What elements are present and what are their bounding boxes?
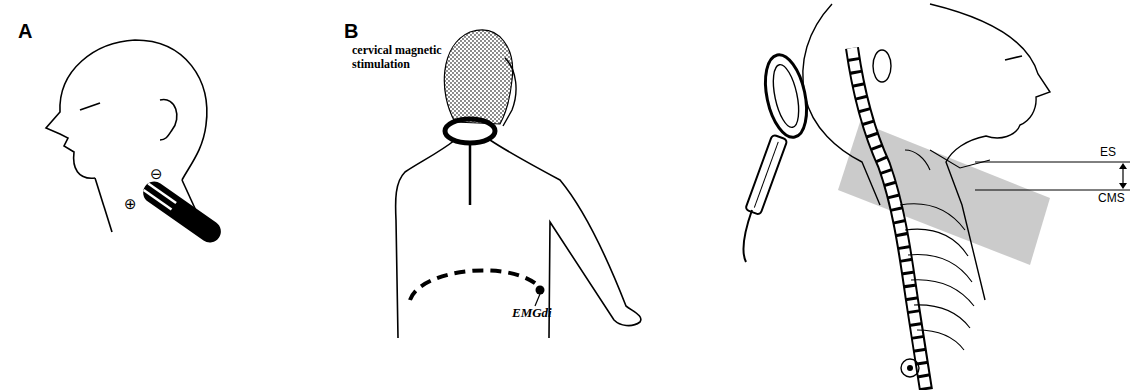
signal-label: EMGdi [512,306,552,321]
stimulation-label: cervical magnetic stimulation [352,44,458,72]
person-back-b [396,30,641,338]
sagittal-view-c [743,4,1130,390]
panel-letter: A [18,20,32,43]
diaphragm-line [410,270,542,300]
coil-handle [745,134,787,215]
polarity-symbol: ⊖ [150,166,163,183]
emg-electrode [536,286,545,295]
magnetic-coil [759,51,814,141]
bipolar-electrode [139,177,225,247]
level-label: ES [1100,146,1116,160]
magnetic-coil [445,119,495,143]
panel-letter: B [344,20,358,43]
polarity-symbol: ⊕ [124,196,137,213]
level-label: CMS [1098,192,1125,206]
